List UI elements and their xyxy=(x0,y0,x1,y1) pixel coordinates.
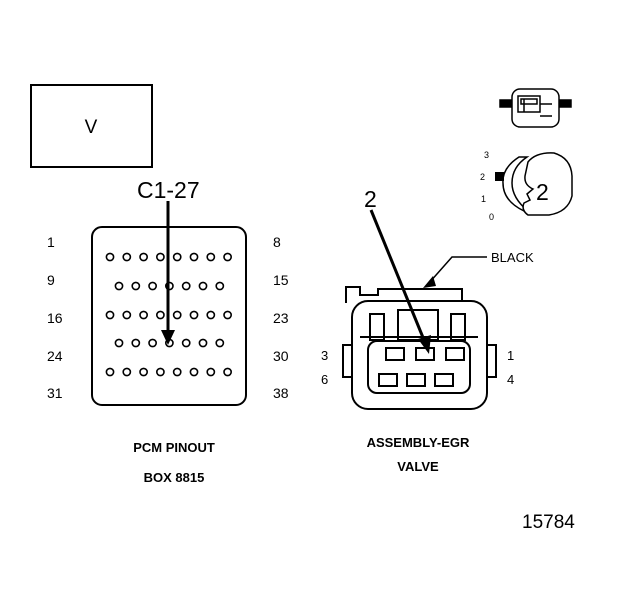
pcm-pin-30: 30 xyxy=(273,348,289,364)
pcm-pin-16: 16 xyxy=(47,310,63,326)
egr-caption-line2: VALVE xyxy=(397,459,439,474)
pcm-pin-hole xyxy=(105,252,115,262)
pcm-pin-hole xyxy=(181,338,191,348)
pcm-pin-hole xyxy=(131,281,141,291)
terminal-scale-1: 1 xyxy=(481,194,486,204)
egr-pin-4: 4 xyxy=(507,372,514,387)
pcm-pin-hole xyxy=(206,252,216,262)
pcm-pin-hole xyxy=(206,367,216,377)
egr-pin-3: 3 xyxy=(321,348,328,363)
pcm-pin-hole xyxy=(131,338,141,348)
pcm-pin-hole xyxy=(148,281,157,291)
pcm-pin-hole xyxy=(223,367,232,377)
pcm-pin-15: 15 xyxy=(273,272,289,288)
pcm-pin-hole xyxy=(114,338,124,348)
pcm-pin-hole xyxy=(189,252,199,262)
pcm-pin-hole xyxy=(198,281,208,291)
pcm-pin-9: 9 xyxy=(47,272,55,288)
egr-color-leader xyxy=(423,256,487,288)
pcm-pin-hole xyxy=(139,310,148,320)
pcm-pin-hole xyxy=(139,367,148,377)
pcm-pin-hole xyxy=(198,338,208,348)
pcm-pin-hole xyxy=(155,367,165,377)
terminal-scale-3: 3 xyxy=(484,150,489,160)
egr-connector xyxy=(342,286,497,410)
terminal-top-view xyxy=(499,88,572,128)
pcm-pin-hole xyxy=(172,367,182,377)
pcm-pin-hole xyxy=(105,367,115,377)
view-box xyxy=(30,84,153,168)
terminal-scale-0: 0 xyxy=(489,212,494,222)
pcm-pin-hole xyxy=(155,310,165,320)
pcm-caption-line1: PCM PINOUT xyxy=(133,440,215,455)
pcm-pin-hole xyxy=(105,310,115,320)
pcm-pin-hole xyxy=(114,281,124,291)
pcm-callout-arrow xyxy=(161,201,175,345)
pcm-pin-1: 1 xyxy=(47,234,55,250)
pcm-pin-8: 8 xyxy=(273,234,281,250)
egr-color-label: BLACK xyxy=(491,250,534,265)
pcm-pin-hole xyxy=(122,310,132,320)
pcm-caption-line2: BOX 8815 xyxy=(144,470,205,485)
pcm-pin-hole xyxy=(215,338,225,348)
pcm-pin-hole xyxy=(139,252,148,262)
egr-pin-6: 6 xyxy=(321,372,328,387)
egr-callout: 2 xyxy=(364,186,377,212)
pcm-pin-hole xyxy=(223,252,232,262)
pcm-pin-hole xyxy=(223,310,232,320)
view-box-label: V xyxy=(85,117,98,138)
pcm-pin-hole xyxy=(122,367,132,377)
pcm-pin-hole xyxy=(122,252,132,262)
pcm-pin-hole xyxy=(172,310,182,320)
pcm-pin-hole xyxy=(189,310,199,320)
terminal-side-view xyxy=(495,152,573,216)
pcm-pin-23: 23 xyxy=(273,310,289,326)
pcm-pin-hole xyxy=(181,281,191,291)
figure-number: 15784 xyxy=(522,512,575,533)
pcm-pin-24: 24 xyxy=(47,348,63,364)
pcm-pin-31: 31 xyxy=(47,385,63,401)
pcm-pin-hole xyxy=(172,252,182,262)
pcm-pin-hole xyxy=(189,367,199,377)
egr-caption-line1: ASSEMBLY-EGR xyxy=(367,435,470,450)
terminal-scale-2: 2 xyxy=(480,172,485,182)
pcm-callout: C1-27 xyxy=(137,177,200,203)
pcm-pin-38: 38 xyxy=(273,385,289,401)
egr-pin-1: 1 xyxy=(507,348,514,363)
egr-callout-arrow xyxy=(369,209,431,354)
pcm-pin-hole xyxy=(206,310,216,320)
pcm-pin-hole xyxy=(148,338,157,348)
pcm-pin-hole xyxy=(155,252,165,262)
pcm-pin-hole xyxy=(215,281,225,291)
terminal-number: 2 xyxy=(536,179,549,205)
